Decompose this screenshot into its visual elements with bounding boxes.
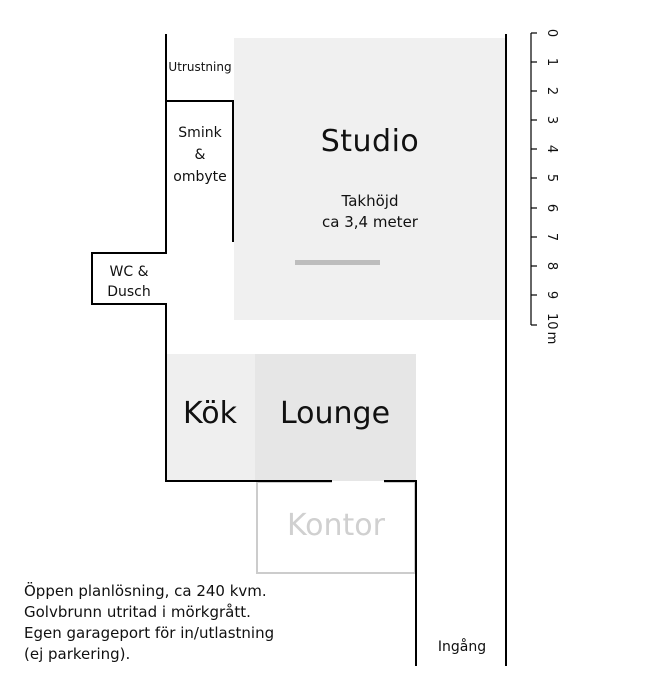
utrustning-label: Utrustning (168, 60, 232, 74)
scale-tick-0: 0 (544, 28, 559, 38)
smink-line1: Smink (178, 125, 222, 141)
floor-drain (295, 260, 380, 265)
scale-bar (530, 32, 537, 326)
kontor-label: Kontor (287, 508, 385, 543)
ingang-label: Ingång (437, 639, 487, 655)
walls (91, 34, 507, 666)
studio-room (234, 38, 506, 320)
description-line3: Egen garageport för in/utlastning (24, 624, 275, 642)
ceiling-height-line2: ca 3,4 meter (322, 213, 418, 231)
scale-tick-2: 2 (544, 86, 559, 96)
kok-label: Kök (183, 396, 237, 431)
lounge-room (255, 354, 416, 481)
description: Öppen planlösning, ca 240 kvm. Golvbrunn… (24, 581, 274, 665)
scale-tick-1: 1 (544, 57, 559, 67)
description-line4: (ej parkering). (24, 645, 131, 663)
ceiling-height-label: Takhöjd ca 3,4 meter (234, 191, 506, 233)
ceiling-height-line1: Takhöjd (341, 192, 399, 210)
wc-label: WC & Dusch (92, 262, 166, 302)
description-line2: Golvbrunn utritad i mörkgrått. (24, 603, 251, 621)
kok-room (166, 354, 255, 481)
scale-tick-7: 7 (544, 232, 559, 242)
scale-tick-6: 6 (544, 203, 559, 213)
smink-line2: & (194, 147, 206, 163)
description-line1: Öppen planlösning, ca 240 kvm. (24, 582, 267, 600)
scale-unit: m (544, 331, 559, 345)
smink-line3: ombyte (173, 169, 227, 185)
wc-line2: Dusch (107, 284, 151, 300)
scale-tick-8: 8 (544, 261, 559, 271)
scale-tick-5: 5 (544, 173, 559, 183)
studio-label: Studio (320, 124, 420, 159)
wc-line1: WC & (109, 264, 149, 280)
lounge-label: Lounge (279, 396, 391, 431)
scale-tick-9: 9 (544, 290, 559, 300)
scale-tick-3: 3 (544, 115, 559, 125)
scale-tick-10: 10 (544, 313, 559, 330)
smink-label: Smink & ombyte (166, 122, 234, 188)
scale-tick-4: 4 (544, 144, 559, 154)
